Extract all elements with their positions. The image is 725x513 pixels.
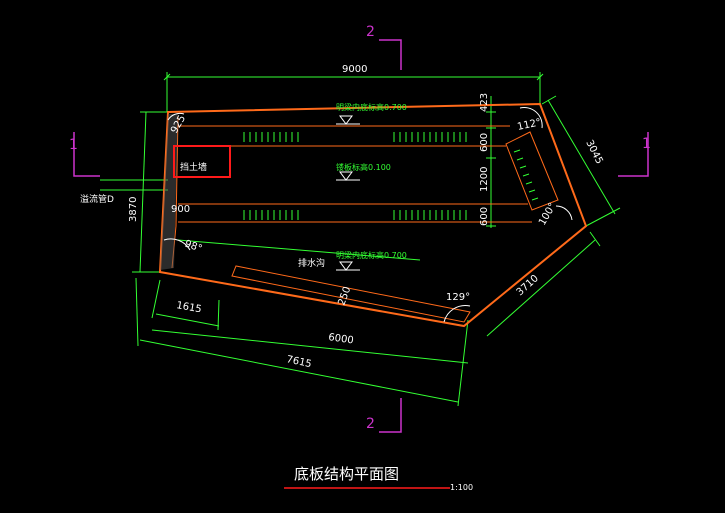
dim-top-width: 9000 bbox=[342, 64, 367, 75]
dim-row-b: 1200 bbox=[479, 167, 490, 192]
highlight-box bbox=[173, 145, 231, 178]
dim-inner-left-bottom: 900 bbox=[171, 204, 190, 215]
label-elev-mid: 镂板标高0.100 bbox=[336, 162, 391, 172]
label-elev-bottom: 明梁内底标高0.700 bbox=[336, 250, 407, 260]
dim-bottom-short: 1615 bbox=[175, 300, 202, 315]
beam-ticks bbox=[177, 132, 539, 261]
label-elev-top: 明梁内底标高0.700 bbox=[336, 102, 407, 112]
elevation-markers bbox=[336, 115, 360, 271]
dim-row-c: 600 bbox=[479, 207, 490, 226]
drawing-scale: 1:100 bbox=[450, 483, 473, 492]
section-marker-right: 1 bbox=[618, 132, 651, 177]
label-drain-pipe: 溢流管D bbox=[80, 193, 114, 205]
dim-row-top: 423 bbox=[479, 93, 490, 112]
angle-arcs bbox=[163, 107, 573, 323]
angle-bottom-right: 129° bbox=[446, 292, 470, 303]
dim-bottom-long: 7615 bbox=[285, 354, 312, 370]
dim-bottom-mid: 6000 bbox=[328, 332, 355, 346]
dim-left-height: 3870 bbox=[128, 197, 139, 222]
section-label-top: 2 bbox=[366, 24, 375, 40]
angle-top-right: 112° bbox=[516, 117, 542, 133]
section-label-right: 1 bbox=[642, 136, 651, 152]
section-label-bottom: 2 bbox=[366, 416, 375, 432]
section-marker-left: 1 bbox=[69, 132, 100, 177]
section-marker-top: 2 bbox=[366, 24, 402, 70]
label-drain-ditch: 排水沟 bbox=[298, 257, 325, 269]
drawing-title: 底板结构平面图 bbox=[294, 465, 399, 483]
dim-row-a: 600 bbox=[479, 133, 490, 152]
label-retaining-wall: 挡土墙 bbox=[180, 161, 207, 173]
dimension-lines bbox=[100, 72, 621, 407]
section-marker-bottom: 2 bbox=[366, 398, 402, 433]
